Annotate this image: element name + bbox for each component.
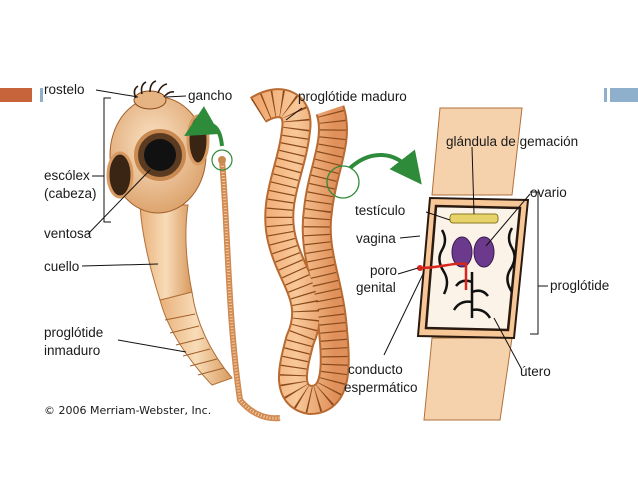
label-proglotide-inmaduro-2: inmaduro xyxy=(44,343,100,358)
label-espermatico: espermático xyxy=(344,380,418,395)
label-glandula: glándula de gemación xyxy=(446,134,578,149)
arrow-to-proglottid xyxy=(348,149,422,185)
copyright-text: © 2006 Merriam-Webster, Inc. xyxy=(44,404,211,417)
label-utero: útero xyxy=(520,364,551,379)
label-proglotide-maduro: proglótide maduro xyxy=(298,89,407,104)
label-gancho: gancho xyxy=(188,88,232,103)
label-cuello: cuello xyxy=(44,259,79,274)
label-vagina: vagina xyxy=(356,231,396,246)
slide-accent-right xyxy=(610,88,638,102)
slide-accent-divider-right xyxy=(604,88,607,102)
leader-lines xyxy=(81,89,548,371)
label-ovario: ovario xyxy=(530,185,567,200)
immature-segment-lines xyxy=(164,313,225,376)
label-proglotide: proglótide xyxy=(550,278,609,293)
label-proglotide-inmaduro-1: proglótide xyxy=(44,325,103,340)
scolex-zoom-circle xyxy=(211,149,233,171)
label-conducto: conducto xyxy=(348,362,403,377)
rostellum xyxy=(133,90,167,110)
mature-strobila xyxy=(249,88,350,415)
arrow-to-scolex xyxy=(184,106,224,147)
label-genital: genital xyxy=(356,280,396,295)
proglottid-detail xyxy=(416,107,530,421)
label-rostelo: rostelo xyxy=(44,82,85,97)
label-ventosa: ventosa xyxy=(44,226,92,241)
slide-accent-divider xyxy=(40,88,43,102)
slide-accent-left xyxy=(0,88,32,102)
label-escolex: escólex xyxy=(44,168,90,183)
label-testiculo: testículo xyxy=(355,203,405,218)
label-cabeza: (cabeza) xyxy=(44,186,97,201)
label-poro: poro xyxy=(370,263,397,278)
proglottid-zoom-circle xyxy=(326,165,360,199)
